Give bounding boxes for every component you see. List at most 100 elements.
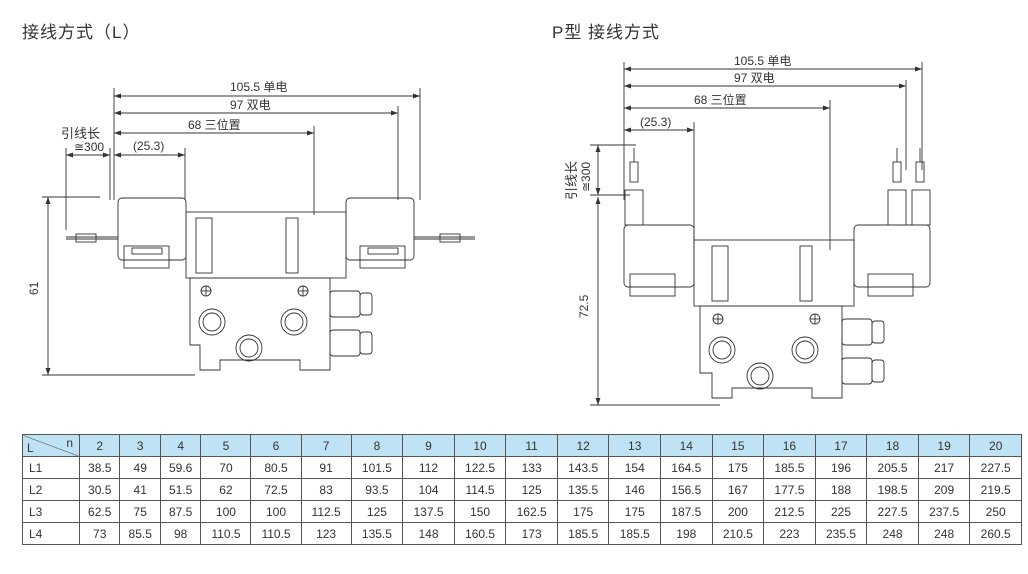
table-header-cell: 14	[660, 434, 713, 457]
table-cell: 100	[250, 500, 302, 523]
table-cell: 260.5	[969, 522, 1022, 545]
table-cell: 125	[505, 478, 558, 501]
table-cell: 87.5	[159, 500, 202, 523]
right-valve-body	[623, 148, 931, 399]
table-cell: 143.5	[556, 456, 610, 479]
table-cell: 185.5	[763, 456, 816, 479]
table-cell: 248	[866, 522, 919, 545]
table-cell: 100	[200, 500, 252, 523]
table-cell: 85.5	[119, 522, 161, 545]
table-cell: 196	[814, 456, 868, 479]
table-header-cell: 17	[814, 434, 868, 457]
table-header-cell: 2	[78, 434, 121, 457]
table-cell: 49	[119, 456, 161, 479]
table-cell: 110.5	[250, 522, 302, 545]
table-header-cell: 13	[608, 434, 662, 457]
table-cell: 150	[453, 500, 507, 523]
corner-l: L	[27, 441, 34, 455]
table-cell: 167	[711, 478, 765, 501]
right-dim-offset: (25.3)	[640, 115, 671, 129]
left-dim-offset: (25.3)	[133, 139, 164, 153]
left-drawing-labels: 105.5 单电 97 双电 68 三位置 (25.3) 引线长 ≅300 61	[27, 80, 287, 295]
table-corner-cell: n L	[22, 434, 80, 457]
left-dim-single: 105.5 单电	[230, 80, 287, 94]
right-drawing	[590, 62, 931, 406]
table-cell: 59.6	[159, 456, 202, 479]
left-lead-value: ≅300	[74, 140, 104, 154]
table-cell: 104	[402, 478, 455, 501]
table-cell: 41	[119, 478, 161, 501]
table-cell: 175	[711, 456, 765, 479]
table-cell: 38.5	[78, 456, 121, 479]
table-cell: 173	[505, 522, 558, 545]
table-cell: 175	[556, 500, 610, 523]
table-header-cell: 20	[969, 434, 1022, 457]
table-header-cell: 19	[917, 434, 971, 457]
right-lead-label: 引线长	[564, 161, 579, 200]
table-cell: 225	[814, 500, 868, 523]
table-cell: 75	[119, 500, 161, 523]
table-cell: 156.5	[660, 478, 713, 501]
table-row-label: L2	[22, 478, 80, 501]
table-cell: 227.5	[866, 500, 919, 523]
table-cell: 93.5	[350, 478, 404, 501]
table-row-label: L3	[22, 500, 80, 523]
left-height: 61	[27, 281, 41, 295]
table-cell: 250	[969, 500, 1022, 523]
table-cell: 154	[608, 456, 662, 479]
table-cell: 112	[402, 456, 455, 479]
table-header-cell: 6	[250, 434, 302, 457]
right-dim-double: 97 双电	[734, 71, 775, 85]
table-cell: 248	[917, 522, 971, 545]
table-cell: 101.5	[350, 456, 404, 479]
title-left: 接线方式（L）	[22, 23, 141, 42]
table-cell: 72.5	[250, 478, 302, 501]
table-cell: 123	[300, 522, 352, 545]
table-cell: 148	[402, 522, 455, 545]
table-cell: 83	[300, 478, 352, 501]
right-height: 72.5	[577, 294, 591, 318]
table-cell: 91	[300, 456, 352, 479]
table-cell: 198.5	[866, 478, 919, 501]
table-cell: 210.5	[711, 522, 765, 545]
table-cell: 62.5	[78, 500, 121, 523]
table-cell: 146	[608, 478, 662, 501]
table-cell: 164.5	[660, 456, 713, 479]
table-cell: 223	[763, 522, 816, 545]
corner-n: n	[66, 436, 73, 450]
table-cell: 205.5	[866, 456, 919, 479]
table-cell: 209	[917, 478, 971, 501]
table-cell: 177.5	[763, 478, 816, 501]
right-dimension-lines	[590, 62, 923, 406]
left-drawing	[42, 88, 475, 376]
table-cell: 110.5	[200, 522, 252, 545]
table-cell: 187.5	[660, 500, 713, 523]
title-right: P型 接线方式	[552, 23, 661, 42]
table-cell: 175	[608, 500, 662, 523]
table-cell: 125	[350, 500, 404, 523]
right-dim-single: 105.5 单电	[734, 54, 791, 68]
table-cell: 62	[200, 478, 252, 501]
drawings: 105.5 单电 97 双电 68 三位置 (25.3) 引线长 ≅300 61	[27, 54, 931, 406]
table-header-cell: 16	[763, 434, 816, 457]
table-header-cell: 18	[866, 434, 919, 457]
table-header-cell: 3	[119, 434, 161, 457]
right-lead-value: ≅300	[579, 162, 593, 192]
table-cell: 135.5	[350, 522, 404, 545]
table-header-cell: 11	[505, 434, 558, 457]
right-dim-three: 68 三位置	[694, 92, 747, 107]
table-cell: 114.5	[453, 478, 507, 501]
table-header-cell: 7	[300, 434, 352, 457]
table-cell: 185.5	[608, 522, 662, 545]
table-cell: 185.5	[556, 522, 610, 545]
table-header-cell: 12	[556, 434, 610, 457]
right-drawing-labels: 105.5 单电 97 双电 68 三位置 (25.3) 引线长 ≅300 72…	[564, 54, 791, 318]
table-row-label: L1	[22, 456, 80, 479]
table-row-label: L4	[22, 522, 80, 545]
table-cell: 30.5	[78, 478, 121, 501]
